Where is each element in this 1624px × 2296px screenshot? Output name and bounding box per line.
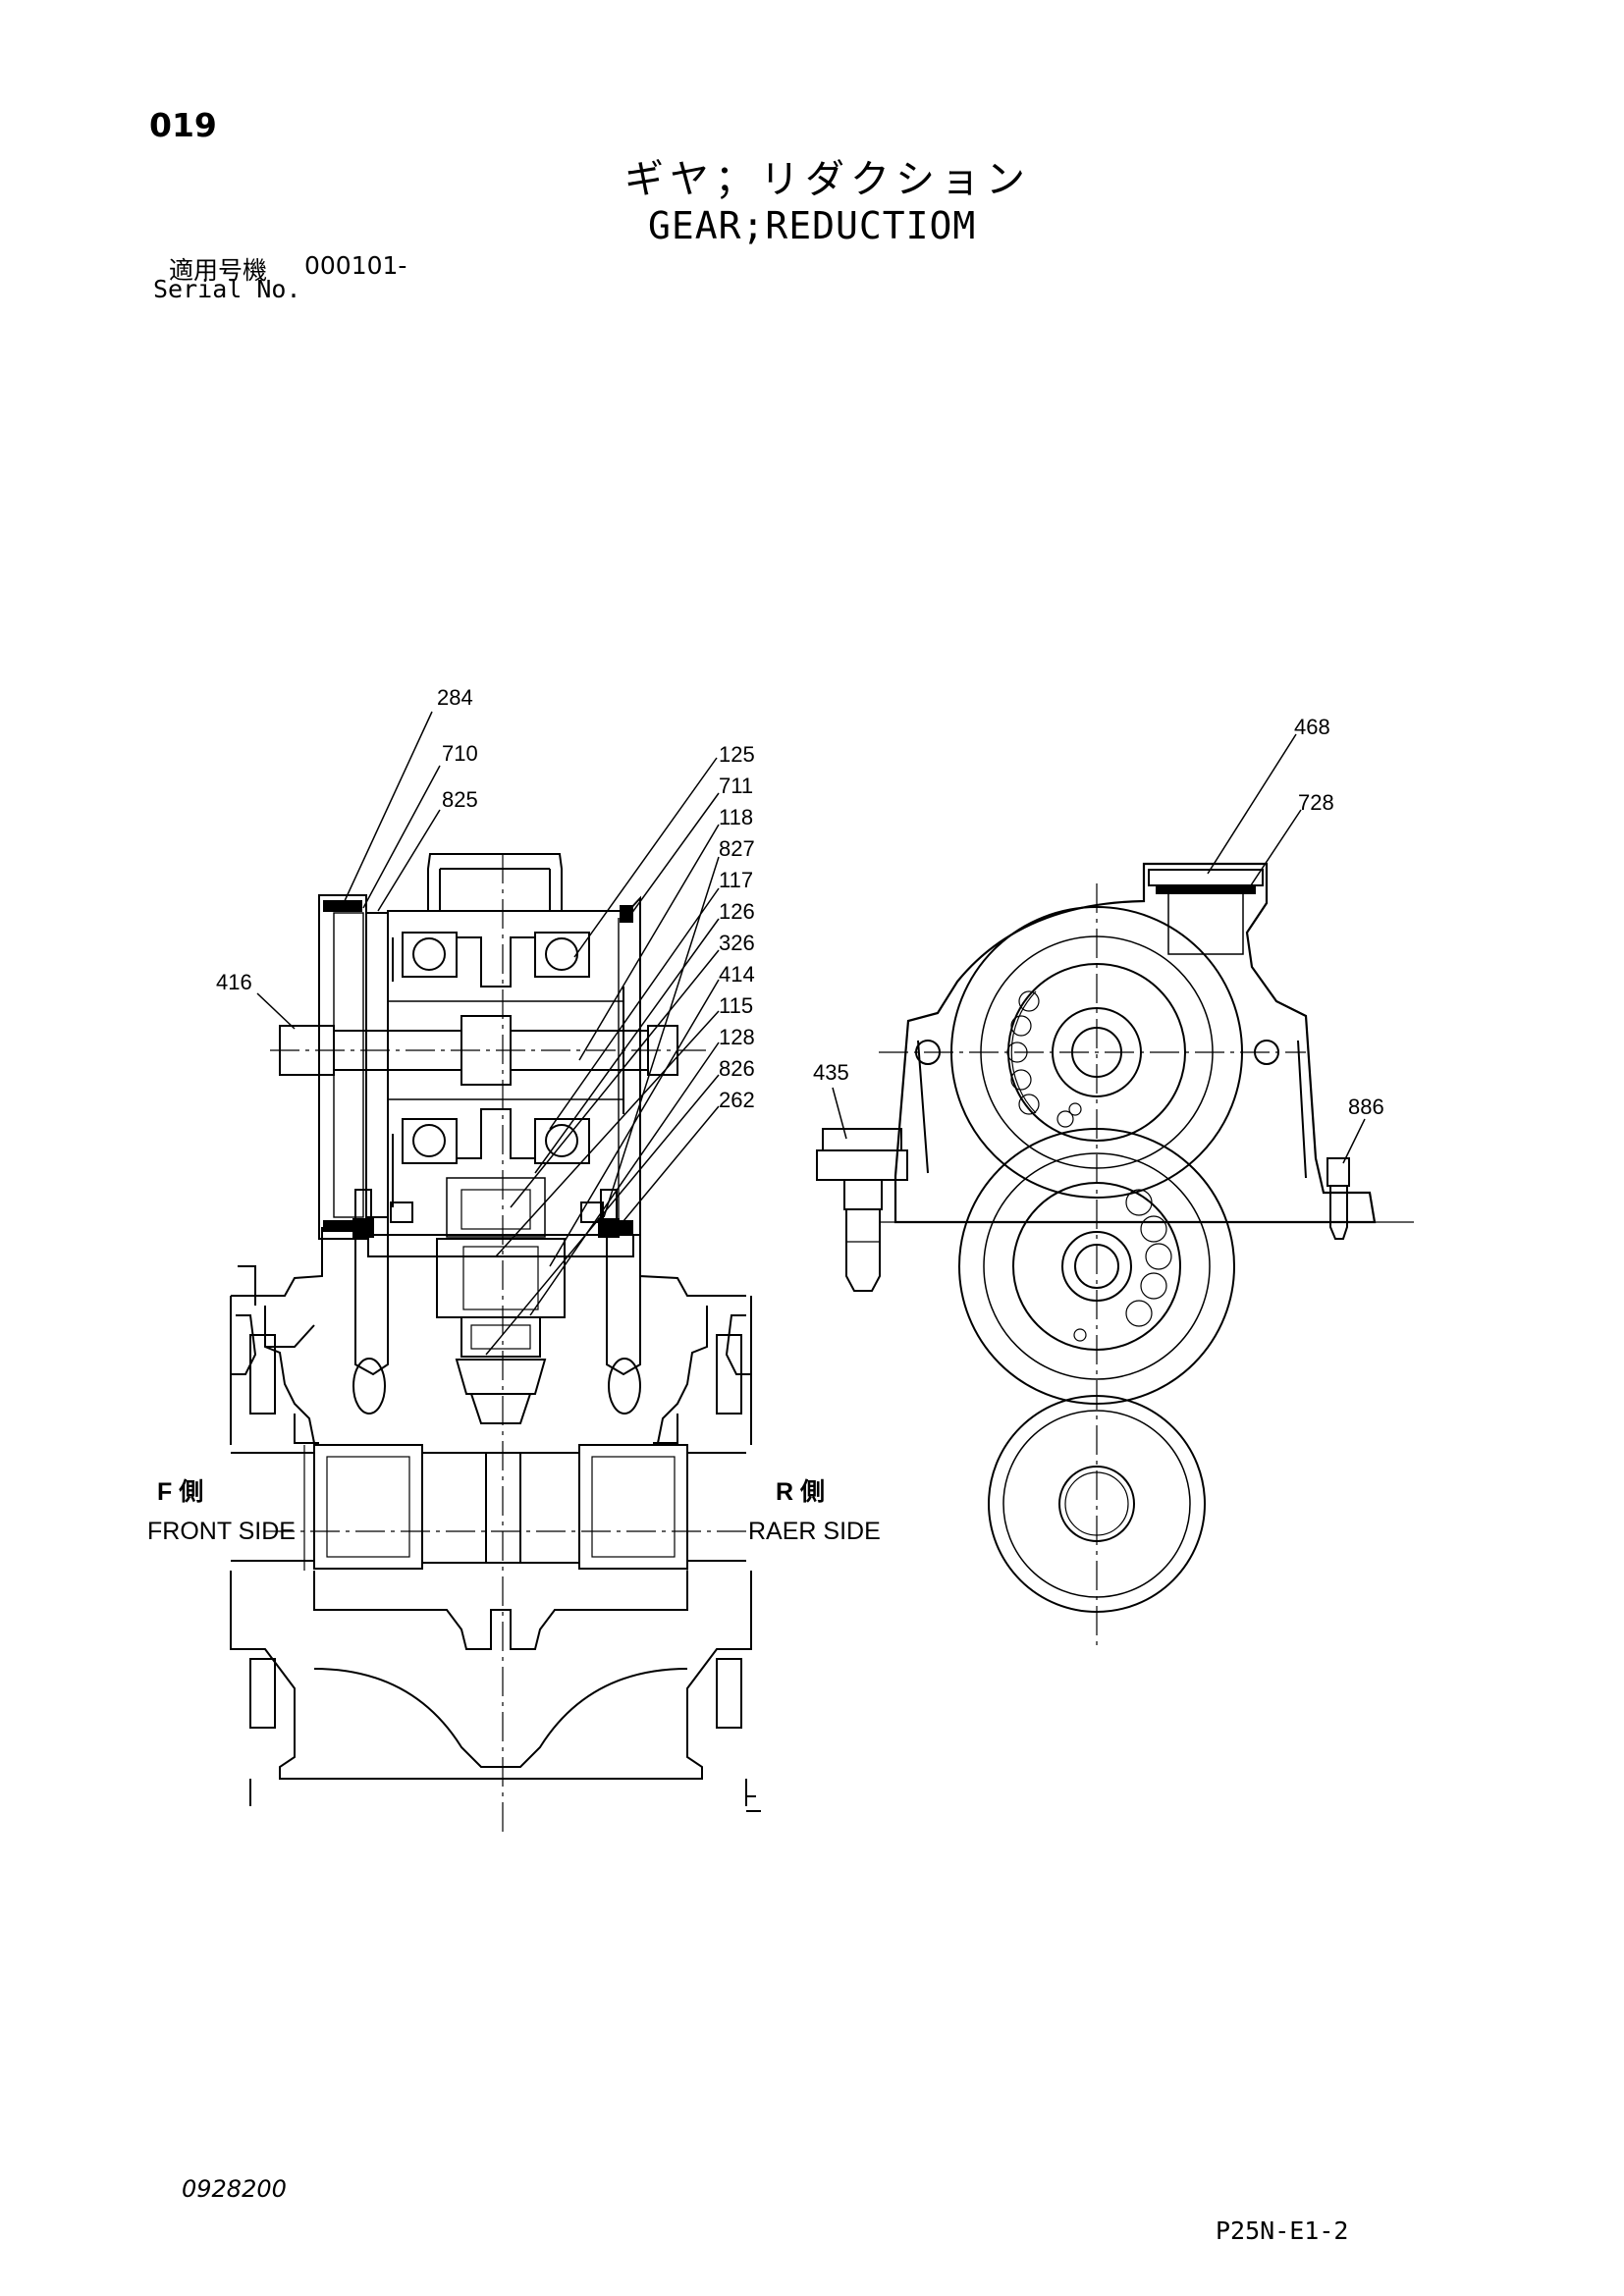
callout-826: 826 xyxy=(719,1056,755,1081)
callout-710: 710 xyxy=(442,741,478,766)
callout-128: 128 xyxy=(719,1025,755,1049)
callout-886: 886 xyxy=(1348,1095,1384,1119)
serial-value: 000101- xyxy=(304,251,407,280)
callout-115: 115 xyxy=(719,993,753,1018)
page-reference: P25N-E1-2 xyxy=(1216,2216,1349,2245)
title-english: GEAR;REDUCTIOM xyxy=(648,204,977,247)
front-side-marker: F 側 xyxy=(157,1478,203,1506)
serial-label-english: Serial No. xyxy=(153,275,301,303)
callout-326: 326 xyxy=(719,931,755,955)
leaders-left xyxy=(256,711,720,1356)
callout-117: 117 xyxy=(719,868,753,892)
callouts-left: 284 710 825 416 125 711 118 827 117 126 … xyxy=(216,685,755,1112)
callout-468: 468 xyxy=(1294,715,1330,739)
title-japanese: ギヤ；リダクション xyxy=(624,157,1031,202)
callout-414: 414 xyxy=(719,962,755,987)
callouts-right: 468 728 435 886 xyxy=(813,715,1384,1119)
front-side-label: FRONT SIDE xyxy=(147,1518,296,1545)
rear-side-label: RAER SIDE xyxy=(748,1518,881,1545)
callout-711: 711 xyxy=(719,774,753,798)
callout-126: 126 xyxy=(719,899,755,924)
drawing-code: 0928200 xyxy=(182,2175,287,2203)
side-labels: F 側 FRONT SIDE R 側 RAER SIDE xyxy=(147,1478,881,1545)
serial-label-japanese: 適用号機 xyxy=(169,256,268,285)
callout-118: 118 xyxy=(719,805,753,829)
callout-825: 825 xyxy=(442,787,478,812)
sectional-view xyxy=(230,853,761,1836)
callout-262: 262 xyxy=(719,1088,755,1112)
callout-435: 435 xyxy=(813,1060,849,1085)
callout-827: 827 xyxy=(719,836,755,861)
callout-284: 284 xyxy=(437,685,473,710)
callout-728: 728 xyxy=(1298,790,1334,815)
side-view xyxy=(816,862,1414,1649)
callout-416: 416 xyxy=(216,970,252,994)
rear-side-marker: R 側 xyxy=(776,1478,825,1506)
callout-125: 125 xyxy=(719,742,755,767)
page-number: 019 xyxy=(149,106,217,144)
leaders-right xyxy=(832,733,1366,1164)
